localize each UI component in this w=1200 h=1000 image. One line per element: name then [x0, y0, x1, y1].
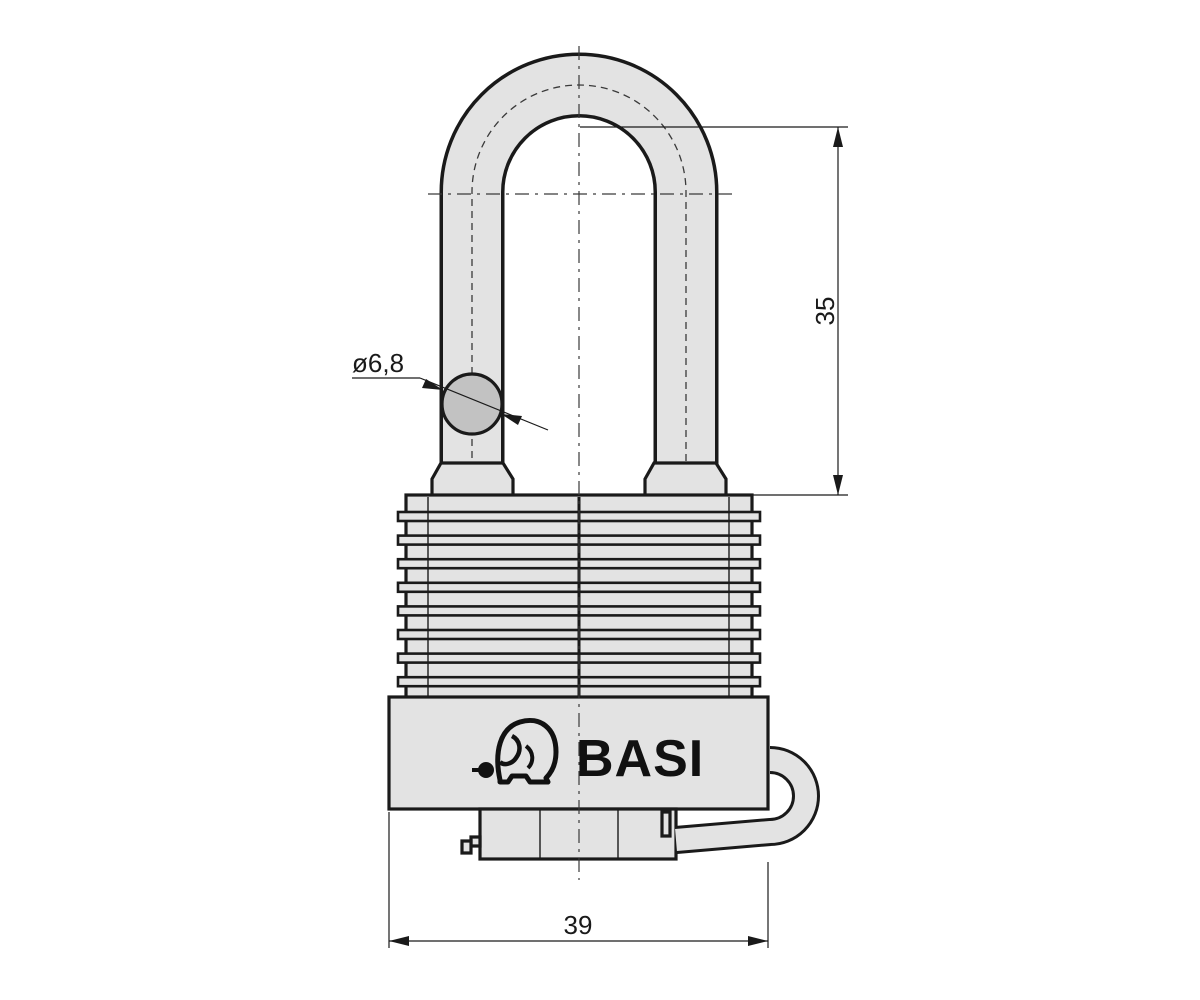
dimension-shackle-diameter: ø6,8: [352, 348, 549, 431]
brand-name: BASI: [576, 730, 704, 788]
basi-logo-icon: [472, 718, 559, 785]
dimension-diameter-label: ø6,8: [352, 348, 404, 378]
lock-cylinder: [460, 807, 678, 861]
dimension-shackle-clearance: 35: [580, 126, 848, 496]
shackle-cross-section: [440, 372, 504, 436]
dimension-body-width: 39: [388, 812, 769, 948]
dimension-clearance-label: 35: [810, 297, 840, 326]
dimension-width-label: 39: [564, 910, 593, 940]
key-guard-loop: [674, 746, 820, 854]
